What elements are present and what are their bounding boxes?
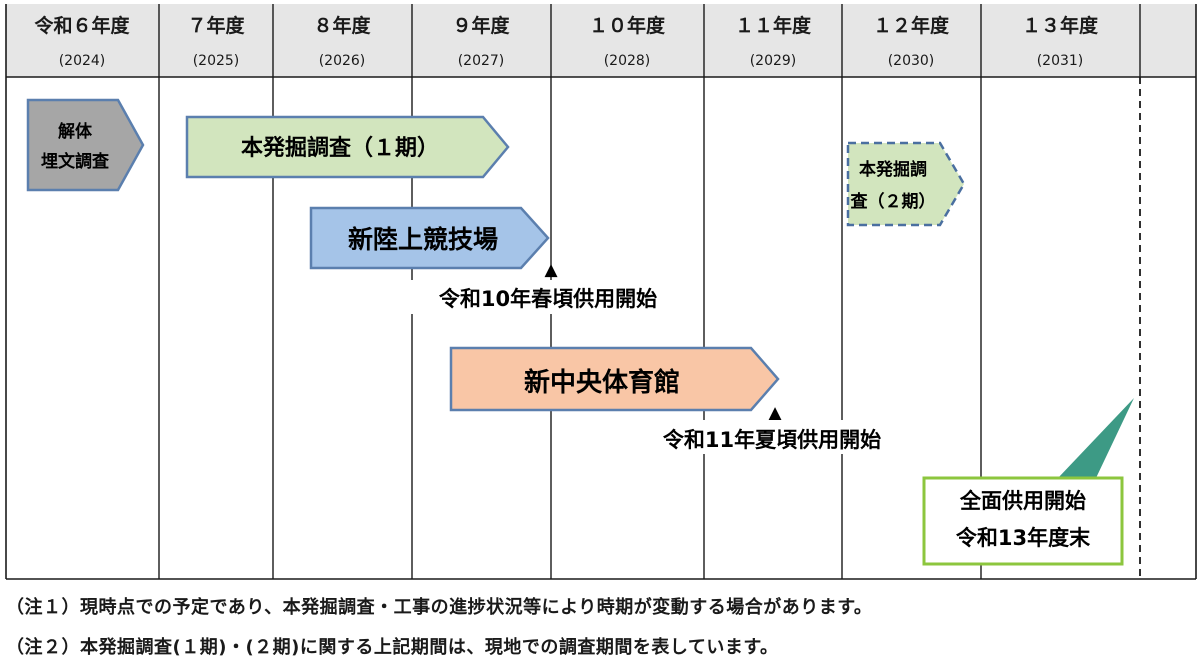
year-western-label: (2029) (750, 53, 797, 69)
year-label: ７年度 (187, 14, 245, 37)
excavation-phase2-label: 本発掘調 (859, 159, 927, 180)
demolition-task-arrow (26, 98, 145, 192)
gym-milestone-label-background (620, 420, 925, 454)
excavation-phase2-label: 査（２期） (850, 191, 936, 212)
footnote-1: （注１）現時点での予定であり、本発掘調査・工事の進捗状況等により時期が変動する場… (6, 597, 873, 618)
completion-callout-line: 全面供用開始 (959, 489, 1086, 513)
year-label: １２年度 (873, 14, 950, 37)
completion-callout-line: 令和13年度末 (956, 526, 1091, 550)
header-band (6, 4, 1196, 77)
stadium-task-label: 新陸上競技場 (348, 225, 498, 254)
year-label: ９年度 (452, 14, 510, 37)
year-western-label: (2031) (1037, 53, 1084, 69)
completion-callout-box (922, 476, 1124, 566)
gym-milestone-label: 令和11年夏頃供用開始 (663, 428, 881, 452)
year-label: １３年度 (1022, 14, 1099, 37)
gym-task-label: 新中央体育館 (524, 367, 680, 398)
year-western-label: (2026) (319, 53, 366, 69)
schedule-diagram: 令和６年度 ７年度 ８年度 ９年度 １０年度 １１年度 １２年度 １３年度 (2… (5, 4, 1197, 580)
stadium-milestone-marker: ▲ (544, 260, 558, 280)
demolition-task-label: 解体 (58, 121, 93, 142)
year-label: １１年度 (735, 14, 812, 37)
excavation-phase1-label: 本発掘調査（１期） (241, 135, 439, 161)
year-western-label: (2024) (59, 53, 106, 69)
year-western-label: (2028) (604, 53, 651, 69)
footnote-2: （注２）本発掘調査(１期)・(２期)に関する上記期間は、現地での調査期間を表して… (6, 637, 779, 658)
year-western-label: (2025) (193, 53, 240, 69)
year-western-label: (2030) (888, 53, 935, 69)
stadium-milestone-label-background (398, 280, 698, 314)
excavation-phase1-arrow (185, 115, 510, 179)
excavation-phase2-arrow (846, 141, 966, 227)
gym-task-arrow (449, 346, 780, 412)
year-label: １０年度 (589, 14, 666, 37)
demolition-task-label: 埋文調査 (41, 151, 110, 172)
gym-milestone-marker: ▲ (768, 403, 782, 423)
stadium-task-arrow (309, 206, 550, 270)
year-label: 令和６年度 (34, 14, 130, 37)
stadium-milestone-label: 令和10年春頃供用開始 (439, 287, 657, 311)
year-label: ８年度 (313, 14, 371, 37)
year-western-label: (2027) (458, 53, 505, 69)
completion-callout-pointer (1058, 398, 1134, 478)
